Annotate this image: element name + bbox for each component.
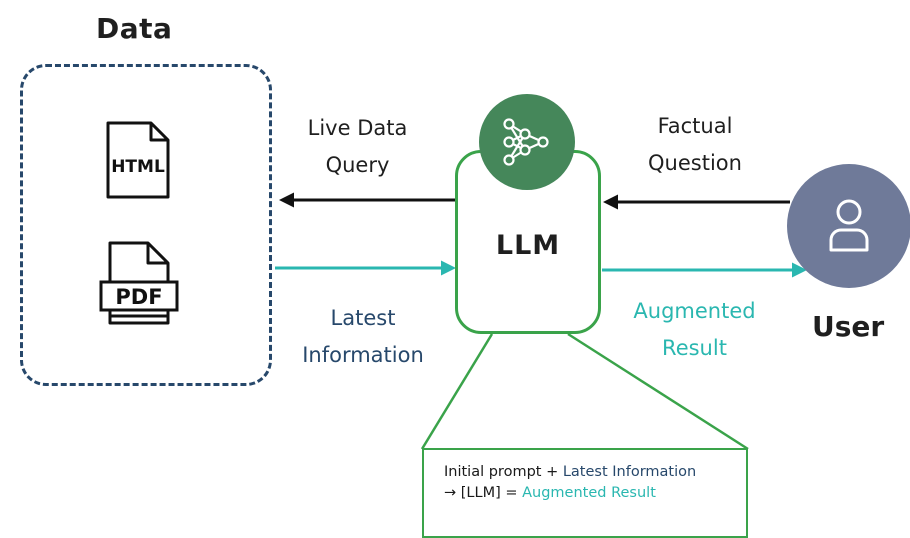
zoom-line1-prefix: Initial prompt + xyxy=(444,464,563,480)
llm-label: LLM xyxy=(495,230,561,261)
latest-label-line1: Latest xyxy=(330,306,396,330)
query-label-line2: Query xyxy=(325,153,390,177)
augmented-label-line1: Augmented xyxy=(633,299,756,323)
user-avatar xyxy=(787,164,910,288)
zoom-detail-text: Initial prompt + Latest Information → [L… xyxy=(444,462,696,504)
zoom-line-1: Initial prompt + Latest Information xyxy=(444,462,696,483)
zoom-line-left xyxy=(420,333,494,450)
query-label-line1: Live Data xyxy=(307,116,408,140)
pdf-file-label: PDF xyxy=(115,285,162,309)
factual-label-line1: Factual xyxy=(657,114,733,138)
neural-network-icon xyxy=(503,118,549,166)
pdf-file-icon: PDF xyxy=(99,241,179,325)
zoom-line1-highlight: Latest Information xyxy=(562,464,697,480)
zoom-line2-prefix: → [LLM] = xyxy=(444,485,523,501)
data-title: Data xyxy=(96,12,173,45)
zoom-line-right xyxy=(567,332,749,451)
user-label: User xyxy=(812,310,885,343)
user-icon xyxy=(829,199,869,252)
html-file-icon: HTML xyxy=(106,121,170,199)
network-icon-badge xyxy=(479,94,575,190)
augmented-result-label: Augmented Result xyxy=(612,293,777,367)
latest-information-label: Latest Information xyxy=(283,300,443,374)
factual-label-line2: Question xyxy=(648,151,742,175)
connections xyxy=(275,192,807,451)
zoom-line2-highlight: Augmented Result xyxy=(522,485,656,501)
query-label: Live Data Query xyxy=(290,110,425,184)
zoom-line-2: → [LLM] = Augmented Result xyxy=(444,483,696,504)
html-file-label: HTML xyxy=(111,157,165,177)
factual-question-label: Factual Question xyxy=(620,108,770,182)
data-container xyxy=(20,64,272,386)
latest-label-line2: Information xyxy=(302,343,424,367)
augmented-label-line2: Result xyxy=(662,336,727,360)
